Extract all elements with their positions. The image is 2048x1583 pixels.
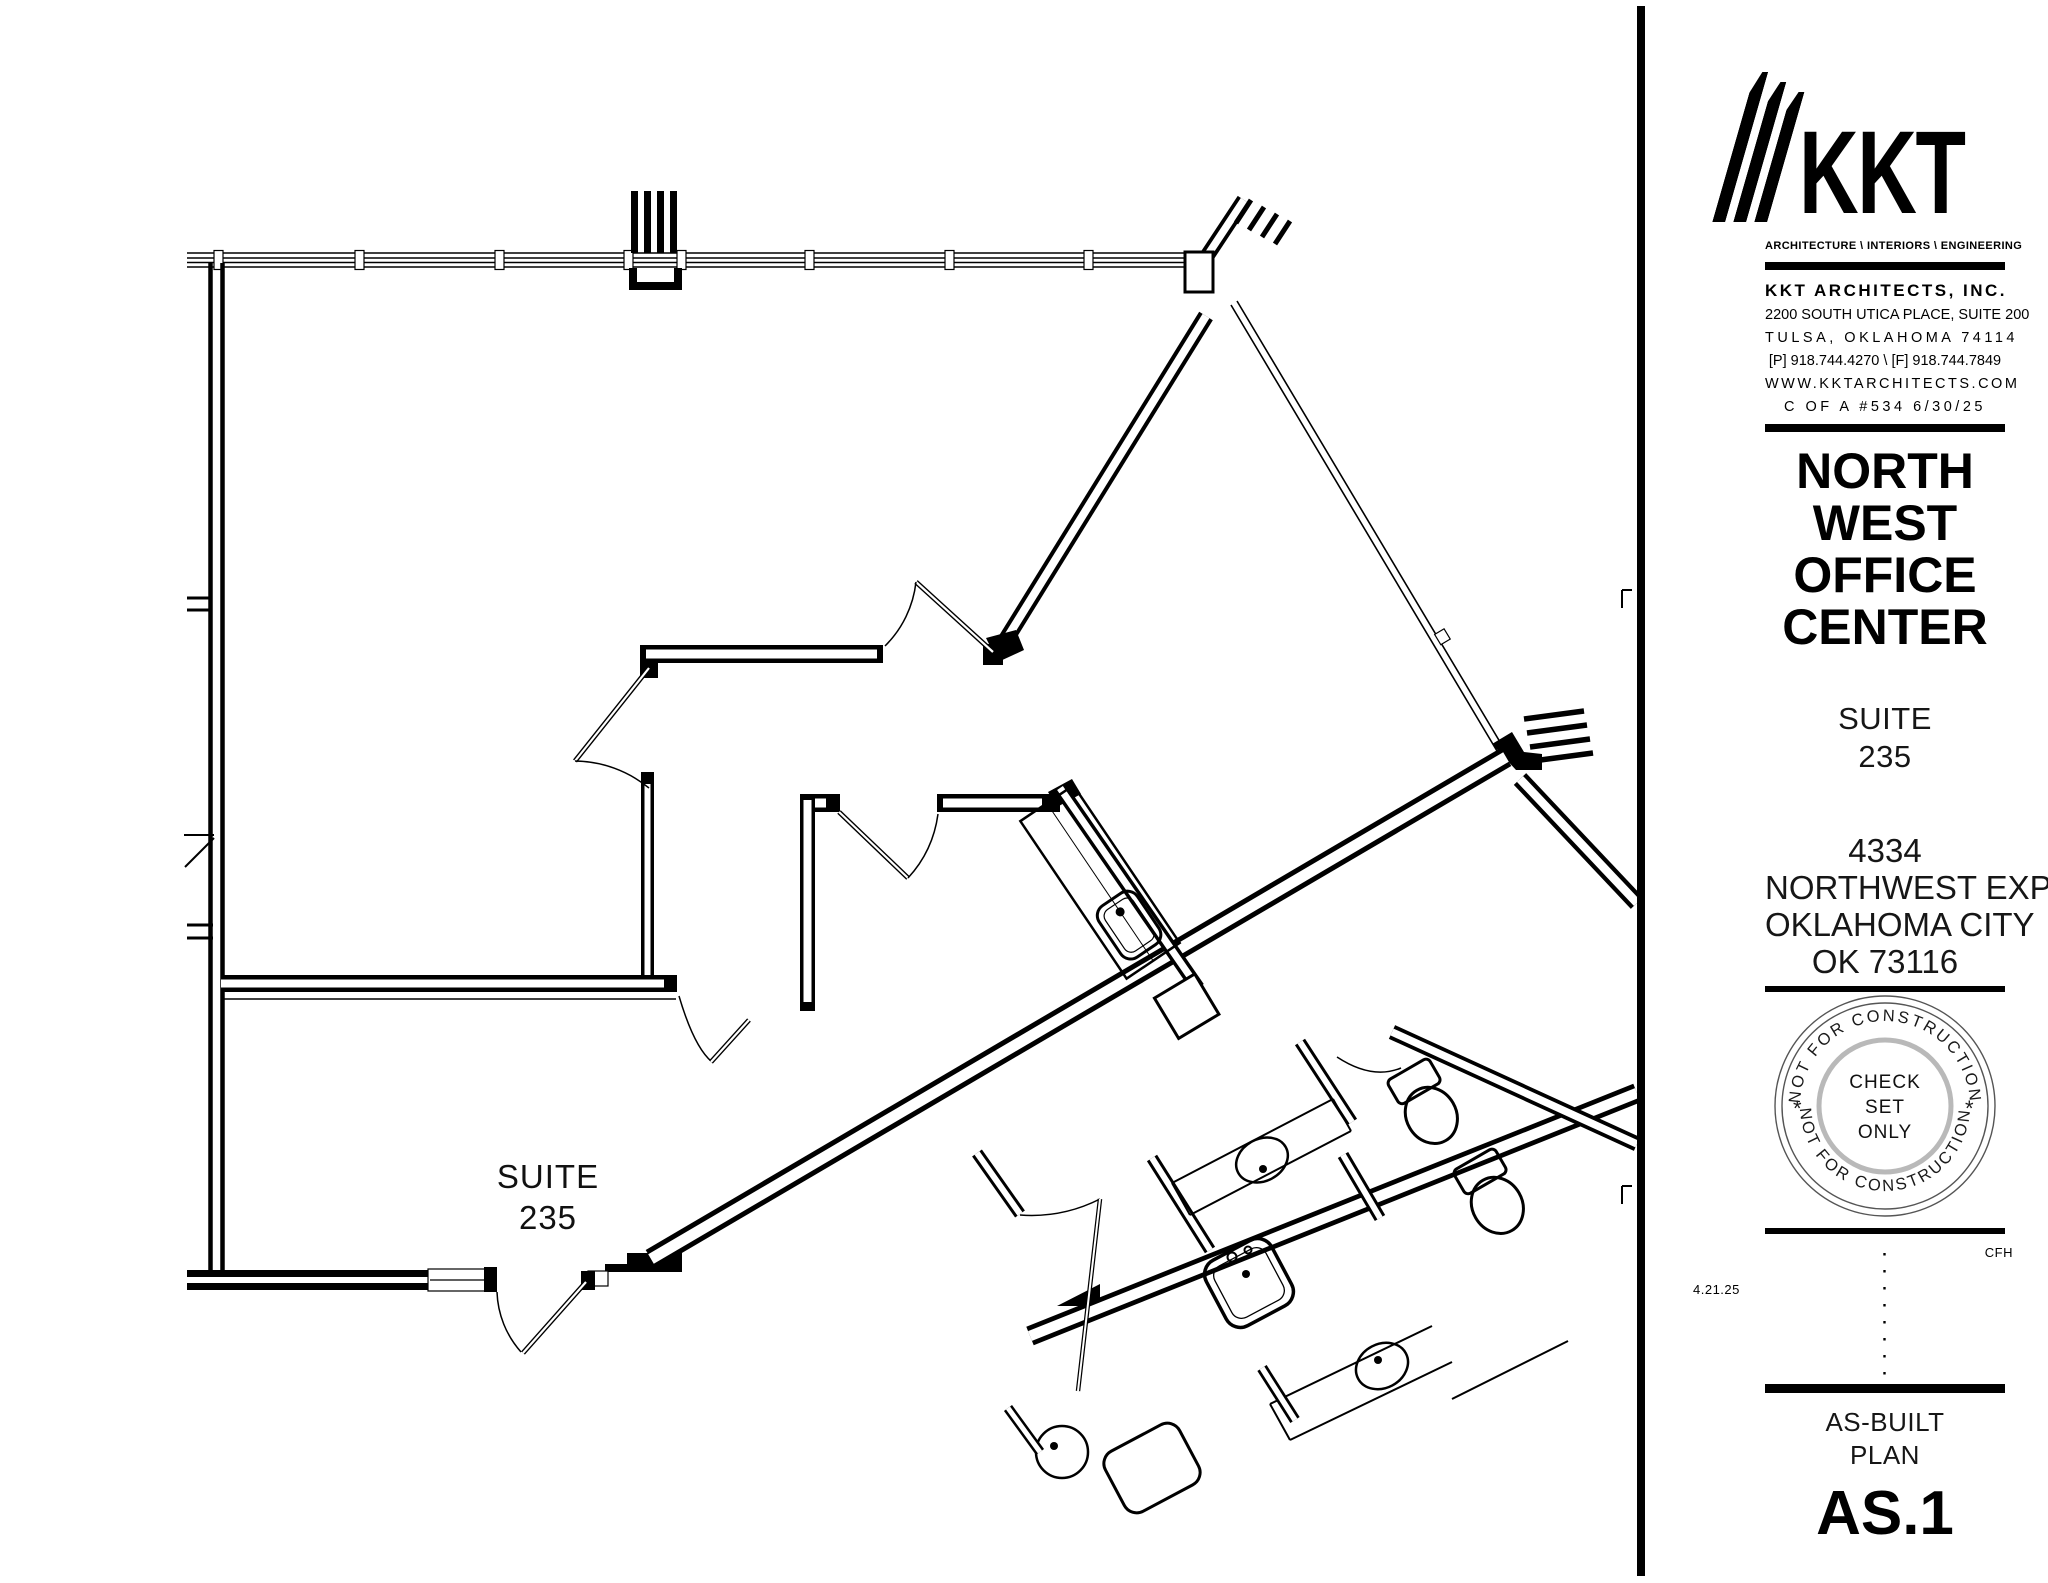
east-junction [1492, 708, 1644, 909]
lavatory-counter [1171, 1098, 1352, 1216]
toilet-2 [1452, 1147, 1525, 1235]
sheet-phase-line1: AS-BUILT [1825, 1407, 1945, 1437]
suite-label-line1: SUITE [496, 1158, 600, 1195]
suite-entry-wall [187, 1267, 609, 1292]
window-wall-diagonal [1230, 300, 1507, 757]
project-name-line: OFFICE [1793, 547, 1977, 603]
firm-address-1: 2200 SOUTH UTICA PLACE, SUITE 200 [1765, 307, 2030, 323]
revision-initials: CFH [1984, 1245, 2013, 1260]
leader-dot: · [1882, 1279, 1888, 1298]
project-address: 4334 NORTHWEST EXPY. OKLAHOMA CITY OK 73… [1765, 832, 2048, 980]
sheet-number: AS.1 [1816, 1479, 1954, 1548]
kkt-logo-text: KKT [1799, 107, 1966, 240]
project-address-line: NORTHWEST EXPY. [1765, 869, 2048, 906]
project-name: NORTH WEST OFFICE CENTER [1765, 445, 2005, 653]
door-office-2 [573, 659, 658, 789]
firm-website: WWW.KKTARCHITECTS.COM [1765, 376, 2020, 392]
project-suite: SUITE 235 [1765, 700, 2005, 776]
suite-label-line2: 235 [518, 1199, 578, 1236]
project-name-line: WEST [1812, 495, 1958, 551]
stamp-star-right: * [1965, 1096, 1974, 1121]
leader-dot: · [1882, 1364, 1888, 1383]
sheet-ticks [1621, 589, 1632, 1204]
leader-dot: · [1882, 1330, 1888, 1349]
sheet-phase-line2: PLAN [1850, 1440, 1920, 1470]
door-corner [678, 995, 751, 1064]
divider-bar [1765, 1228, 2005, 1234]
corridor-wall-northwest [605, 747, 1512, 1272]
revision-dot-leaders: ········ [1765, 1245, 2005, 1383]
door-office-1 [884, 580, 1003, 665]
leader-dot: · [1882, 1296, 1888, 1315]
project-name-line: NORTH [1796, 443, 1974, 499]
leader-dot: · [1882, 1313, 1888, 1332]
northeast-junction [1183, 195, 1293, 294]
stamp-star-left: * [1793, 1096, 1802, 1121]
toilet-1 [1386, 1057, 1459, 1145]
firm-phone-fax: [P] 918.744.4270 \ [F] 918.744.7849 [1768, 353, 2002, 369]
restroom-walls [972, 1025, 1641, 1346]
divider-bar [1765, 986, 2005, 992]
lower-cut-rooms [1003, 1325, 1569, 1515]
sheet-phase: AS-BUILT PLAN [1765, 1406, 2005, 1472]
project-address-line: 4334 [1848, 832, 1922, 869]
stamp-center-line3: ONLY [1858, 1122, 1912, 1143]
leader-dot: · [1882, 1245, 1888, 1264]
revision-date: 4.21.25 [1693, 1282, 1740, 1297]
suite-label: SUITE 235 [448, 1156, 648, 1238]
kkt-logo: KKT [1765, 70, 2005, 240]
west-exterior-wall [184, 263, 225, 1271]
leader-dot: · [1882, 1347, 1888, 1366]
divider-bar [1765, 424, 2005, 432]
leader-dot: · [1882, 1262, 1888, 1281]
interior-wall-1 [640, 645, 883, 663]
interior-wall-2 [800, 794, 1060, 1011]
title-block-border [1637, 6, 1645, 1576]
kitchenette [1018, 779, 1221, 1041]
firm-address-2: TULSA, OKLAHOMA 74114 [1765, 330, 2018, 346]
project-name-line: CENTER [1782, 599, 1988, 655]
logo-tagline: ARCHITECTURE \ INTERIORS \ ENGINEERING [1765, 240, 2023, 252]
divider-bar [1765, 262, 2005, 270]
check-set-stamp: NOT FOR CONSTRUCTION NOT FOR CONSTRUCTIO… [1774, 995, 1996, 1217]
column-grid-marker [629, 191, 682, 290]
interior-wall-vertical [641, 772, 654, 975]
door-corridor [1019, 1198, 1103, 1392]
firm-coa: C OF A #534 6/30/25 [1784, 399, 1986, 415]
divider-bar [1765, 1384, 2005, 1393]
diagonal-wall-upper [986, 311, 1213, 662]
window-wall-north [187, 249, 1197, 271]
project-suite-line1: SUITE [1838, 701, 1932, 736]
utility-sink [1202, 1236, 1296, 1330]
door-vestibule [837, 810, 939, 880]
project-address-line: OKLAHOMA CITY [1765, 906, 2035, 943]
stamp-center-line1: CHECK [1849, 1072, 1921, 1093]
room-south-wall [221, 975, 677, 1000]
project-address-line: OK 73116 [1811, 943, 1959, 980]
entry-door [496, 1271, 595, 1355]
project-suite-line2: 235 [1858, 739, 1912, 774]
firm-name: KKT ARCHITECTS, INC. [1765, 281, 2008, 300]
stamp-center-line2: SET [1865, 1097, 1905, 1118]
